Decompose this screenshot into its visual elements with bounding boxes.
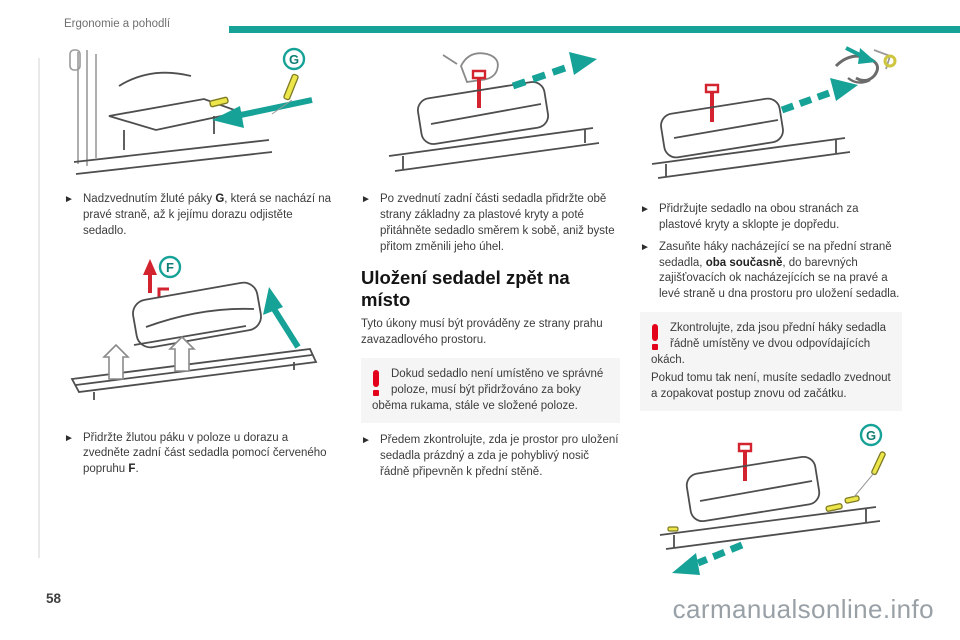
bullet-arrow-icon: ► [640,241,650,253]
header-rule [229,26,960,33]
up-arrow-icon [168,335,196,372]
instruction-step: ► Nadzvednutím žluté páky G, která se na… [64,192,332,240]
step-text-bold: G [215,193,225,205]
warning-box: Zkontrolujte, zda jsou přední háky sedad… [640,312,902,412]
base-rail [70,347,318,400]
instruction-step: ► Po zvednutí zadní části sedadla přidrž… [361,192,620,255]
figure-lift-strap-F: F [64,253,332,425]
figure-lift-strap-F-svg: F [70,255,318,400]
yellow-lever-icon [844,495,860,505]
bullet-arrow-icon: ► [361,194,371,205]
column-middle: ► Po zvednutí zadní části sedadla přidrž… [361,44,620,481]
figure-stow-seat-G: G [640,421,902,579]
teal-dashed-arrow-icon [511,52,597,90]
warning-text: Zkontrolujte, zda jsou přední háky sedad… [651,322,887,366]
hand-icon [460,52,499,83]
step-text-post: . [135,463,139,476]
warning-icon [652,324,660,351]
warning-text: Dokud sedadlo není umístěno ve správné p… [372,367,604,412]
callout-G: G [853,424,886,498]
column-left: G ► Nadzvednutím žluté páky G, která se … [64,44,332,478]
intro-text: Tyto úkony musí být prováděny ze strany … [361,318,603,346]
step-text-pre: Nadzvednutím žluté páky [83,193,216,205]
red-strap [704,83,720,122]
step-text: Přidržujte sedadlo na obou stranách za p… [659,203,859,231]
yellow-lever-icon [825,503,843,513]
figure-unlock-lever-G-svg: G [69,47,313,175]
teal-arrow-icon [263,286,301,349]
page-gutter-line [38,58,40,558]
red-strap [157,287,169,297]
warning-icon [373,369,381,396]
instruction-step: ► Přidržujte sedadlo na obou stranách za… [640,202,902,234]
label-F: F [166,260,174,275]
figure-pull-seat [361,44,620,186]
yellow-lever-detail-icon [871,451,886,476]
figure-stow-seat-G-svg: G [659,424,886,576]
bullet-arrow-icon: ► [640,204,650,215]
seat-outline [685,456,821,523]
callout-F: F [143,255,182,293]
eyelet-ring-icon [883,54,897,68]
step-text-post: , do barevných zajišťovacích ok nacházej… [659,256,900,301]
label-G: G [866,428,876,443]
watermark: carmanualsonline.info [672,594,934,624]
interior-trim-lines [69,49,97,166]
warning-box: Dokud sedadlo není umístěno ve správné p… [361,357,620,424]
step-text-bold: oba současně [705,256,783,269]
column-right: ► Přidržujte sedadlo na obou stranách za… [640,44,902,579]
base-rail [388,127,600,172]
instruction-step: ► Předem zkontrolujte, zda je prostor pr… [361,433,620,481]
up-arrow-icon [102,343,130,380]
step-text: Předem zkontrolujte, zda je prostor pro … [380,434,619,479]
red-strap [737,443,753,482]
yellow-lever-detail-icon [283,73,299,101]
breadcrumb: Ergonomie a pohodlí [64,18,171,30]
figure-hooks-detail [640,44,902,196]
instruction-step: ► Zasuňte háky nacházející se na přední … [640,240,902,303]
base-rail [651,137,851,179]
red-up-arrow-icon [143,258,157,275]
teal-dashed-arrow-icon [780,78,858,114]
bullet-arrow-icon: ► [64,194,74,205]
step-text: Přidržte žlutou páku v poloze u dorazu a… [83,431,332,479]
label-G: G [289,52,299,67]
seat-outline [132,281,262,348]
step-text-post: , která se nachází na pravé straně, až k… [83,193,332,237]
step-text: Zasuňte háky nacházející se na přední st… [659,240,902,303]
yellow-lever-icon [667,526,679,533]
red-strap [471,69,487,108]
teal-arrow-icon [212,97,313,128]
step-text: Po zvednutí zadní části sedadla přidržte… [380,193,615,253]
teal-arrow-icon [845,46,876,64]
section-heading: Uložení sedadel zpět na místo [361,267,570,311]
page-number: 58 [46,591,62,606]
warning-text: Pokud tomu tak není, musíte sedadlo zved… [651,371,891,400]
seat-outline [660,97,784,159]
seat-outline [417,81,549,145]
bullet-arrow-icon: ► [64,432,74,444]
figure-hooks-detail-svg [651,46,897,179]
callout-G: G [271,47,306,115]
bullet-arrow-icon: ► [361,435,371,447]
step-text-bold: F [128,463,136,476]
figure-unlock-lever-G: G [64,44,332,186]
figure-pull-seat-svg [388,52,600,172]
instruction-step: ► Přidržte žlutou páku v poloze u dorazu… [64,431,332,479]
step-text: Nadzvednutím žluté páky G, která se nach… [83,192,332,240]
teal-dashed-arrow-icon [672,542,744,576]
step-text-pre: Zasuňte háky nacházející se na přední st… [659,240,892,269]
step-text-pre: Přidržte žlutou páku v poloze u dorazu a… [83,431,327,476]
yellow-lever-icon [209,96,229,108]
base-rail [659,506,881,551]
hand-icon [442,54,458,65]
